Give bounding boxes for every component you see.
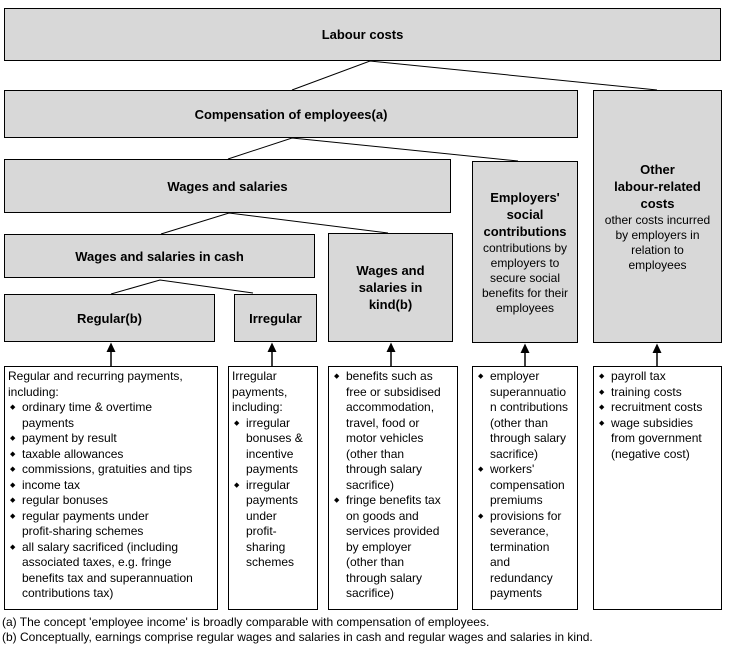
list-item-text: workers' compensation premiums bbox=[490, 462, 565, 507]
list-item: ◆ regular payments under profit-sharing s… bbox=[8, 509, 216, 540]
list-item-text: ordinary time & overtime payments bbox=[22, 400, 153, 430]
list-item-text: irregular bonuses & incentive payments bbox=[246, 415, 303, 477]
footnote-b: (b) Conceptually, earnings comprise regu… bbox=[2, 630, 593, 644]
list-item-text: benefits such as free or subsidised acco… bbox=[346, 369, 441, 492]
connector-compensation-children bbox=[227, 137, 519, 162]
box-regular-label: Regular(b) bbox=[77, 310, 142, 326]
diamond-bullet-icon: ◆ bbox=[10, 435, 16, 442]
list-item: ◆ irregular bonuses & incentive payments bbox=[232, 416, 316, 478]
list-item-text: payroll tax bbox=[611, 369, 666, 383]
list-item-text: irregular payments under profit- sharing… bbox=[246, 477, 299, 570]
list-item-text: all salary sacrificed (including associa… bbox=[22, 539, 193, 601]
box-wages-and-salaries: Wages and salaries bbox=[4, 159, 451, 213]
box-irregular: Irregular bbox=[234, 294, 317, 342]
box-kind-label: Wages and salaries in kind(b) bbox=[356, 263, 425, 312]
list-item: ◆ income tax bbox=[8, 478, 216, 494]
up-arrow-regular bbox=[106, 342, 116, 366]
diamond-bullet-icon: ◆ bbox=[234, 481, 240, 489]
diamond-bullet-icon: ◆ bbox=[478, 512, 484, 520]
box-wages-label: Wages and salaries bbox=[167, 178, 288, 194]
box-labour-costs-label: Labour costs bbox=[321, 27, 404, 42]
diamond-bullet-icon: ◆ bbox=[599, 373, 605, 380]
box-other-labour-related-costs: Other labour-related costs other costs i… bbox=[593, 90, 722, 343]
list-item-text: payment by result bbox=[22, 431, 117, 445]
detail-other-labour-costs: ◆ payroll tax ◆ training costs ◆ recruitmen… bbox=[593, 366, 722, 610]
box-employers-social-title: Employers' social contributions bbox=[483, 189, 567, 239]
list-item: ◆ ordinary time & overtime payments bbox=[8, 400, 216, 431]
list-item-text: training costs bbox=[611, 384, 682, 399]
list-item: ◆ taxable allowances bbox=[8, 447, 216, 463]
detail-employers-social-contributions: ◆ employer superannuatio n contributions … bbox=[472, 366, 578, 610]
detail-regular-payments: Regular and recurring payments, includin… bbox=[4, 366, 218, 610]
diamond-bullet-icon: ◆ bbox=[10, 512, 16, 520]
list-item-text: regular payments under profit-sharing sc… bbox=[22, 508, 149, 539]
list-item: ◆ irregular payments under profit- sharin… bbox=[232, 478, 316, 571]
box-wages-salaries-in-cash: Wages and salaries in cash bbox=[4, 234, 315, 278]
up-arrow-other-costs bbox=[652, 343, 662, 366]
footnote-a: (a) The concept 'employee income' is bro… bbox=[2, 615, 490, 629]
list-item-text: wage subsidies from government (negative… bbox=[611, 415, 702, 461]
diamond-bullet-icon: ◆ bbox=[334, 373, 340, 380]
connector-wages-children bbox=[160, 212, 389, 235]
diamond-bullet-icon: ◆ bbox=[10, 481, 16, 489]
box-labour-costs: Labour costs bbox=[4, 8, 721, 61]
list-item: ◆ all salary sacrificed (including associ… bbox=[8, 540, 216, 602]
up-arrow-employers-social bbox=[520, 343, 530, 366]
diamond-bullet-icon: ◆ bbox=[10, 497, 16, 504]
up-arrow-irregular bbox=[267, 342, 277, 366]
list-item: ◆ workers' compensation premiums bbox=[476, 462, 576, 509]
list-item: ◆ payment by result bbox=[8, 431, 216, 447]
list-item-text: employer superannuatio n contributions (… bbox=[490, 369, 569, 461]
box-other-costs-description: other costs incurred by employers in rel… bbox=[604, 212, 711, 272]
diamond-bullet-icon: ◆ bbox=[599, 404, 605, 411]
detail-wages-in-kind: ◆ benefits such as free or subsidised acc… bbox=[328, 366, 458, 610]
detail-irregular-payments: Irregular payments, including: ◆ irregula… bbox=[228, 366, 318, 610]
up-arrow-kind bbox=[386, 342, 396, 366]
diamond-bullet-icon: ◆ bbox=[599, 419, 605, 427]
box-irregular-label: Irregular bbox=[249, 310, 302, 326]
diamond-bullet-icon: ◆ bbox=[10, 450, 16, 458]
diamond-bullet-icon: ◆ bbox=[10, 404, 16, 411]
diamond-bullet-icon: ◆ bbox=[10, 543, 16, 551]
list-item: ◆ employer superannuatio n contributions … bbox=[476, 369, 576, 462]
diamond-bullet-icon: ◆ bbox=[599, 388, 605, 396]
connector-cash-children bbox=[110, 279, 254, 295]
box-wages-salaries-in-kind: Wages and salaries in kind(b) bbox=[328, 233, 453, 342]
list-item-text: commissions, gratuities and tips bbox=[22, 462, 193, 476]
diamond-bullet-icon: ◆ bbox=[334, 497, 340, 504]
diamond-bullet-icon: ◆ bbox=[478, 373, 484, 380]
list-item-text: recruitment costs bbox=[611, 400, 703, 414]
box-compensation-of-employees: Compensation of employees(a) bbox=[4, 90, 578, 138]
diamond-bullet-icon: ◆ bbox=[234, 419, 240, 427]
list-item: ◆ training costs bbox=[597, 385, 720, 401]
list-item: ◆ payroll tax bbox=[597, 369, 720, 385]
diamond-bullet-icon: ◆ bbox=[10, 466, 16, 473]
list-item: ◆ wage subsidies from government (negativ… bbox=[597, 416, 720, 463]
list-item: ◆ benefits such as free or subsidised acc… bbox=[332, 369, 456, 493]
box-regular: Regular(b) bbox=[4, 294, 215, 342]
list-item-text: taxable allowances bbox=[22, 446, 124, 461]
box-other-costs-title: Other labour-related costs bbox=[614, 161, 701, 211]
box-compensation-label: Compensation of employees(a) bbox=[194, 106, 388, 122]
detail-regular-intro: Regular and recurring payments, includin… bbox=[8, 369, 183, 399]
list-item: ◆ provisions for severance, termination a… bbox=[476, 509, 576, 602]
box-cash-label: Wages and salaries in cash bbox=[75, 248, 244, 264]
list-item-text: provisions for severance, termination an… bbox=[490, 508, 562, 601]
detail-irregular-intro: Irregular payments, including: bbox=[232, 369, 288, 414]
list-item-text: income tax bbox=[22, 477, 81, 492]
connector-labour-children bbox=[291, 60, 658, 91]
list-item: ◆ recruitment costs bbox=[597, 400, 720, 416]
list-item: ◆ commissions, gratuities and tips bbox=[8, 462, 216, 478]
list-item-text: regular bonuses bbox=[22, 493, 109, 507]
box-employers-social-contributions: Employers' social contributions contribu… bbox=[472, 161, 578, 343]
list-item: ◆ fringe benefits tax on goods and servic… bbox=[332, 493, 456, 602]
list-item: ◆ regular bonuses bbox=[8, 493, 216, 509]
list-item-text: fringe benefits tax on goods and service… bbox=[346, 493, 441, 600]
diamond-bullet-icon: ◆ bbox=[478, 466, 484, 473]
box-employers-social-description: contributions by employers to secure soc… bbox=[481, 240, 569, 315]
